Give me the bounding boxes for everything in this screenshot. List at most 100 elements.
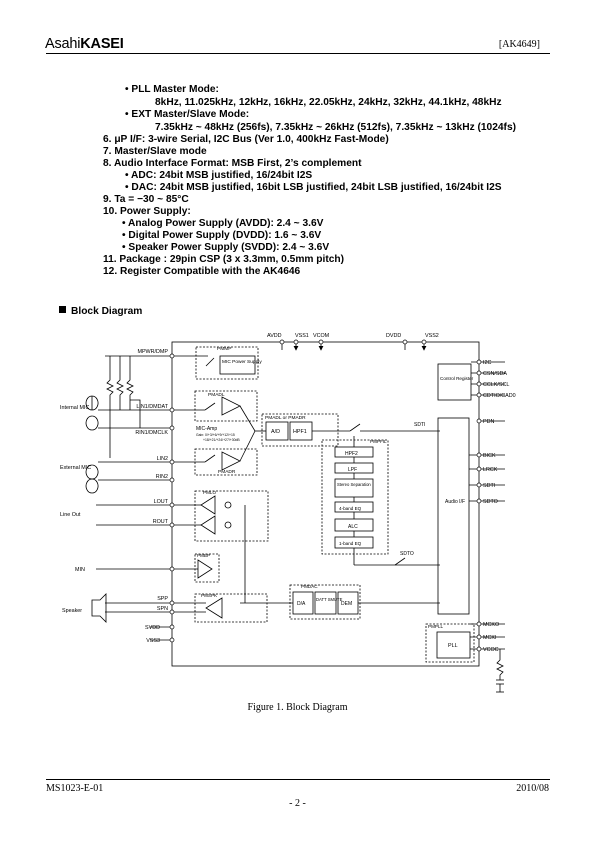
sdto-select-switch: [394, 557, 406, 566]
spec-11: 11. Package : 29pin CSP (3 x 3.3mm, 0.5m…: [103, 254, 345, 265]
min-label: MIN: [75, 567, 85, 573]
pmlo-group: [194, 490, 269, 542]
spec-8b: • DAC: 24bit MSB justified, 16bit LSB ju…: [125, 182, 502, 193]
square-bullet-icon: [59, 306, 66, 313]
pmadl-group: [194, 390, 258, 422]
footer-rule: [46, 779, 550, 780]
spec-ext-title: • EXT Master/Slave Mode:: [125, 109, 250, 120]
pin-spp: [169, 600, 175, 606]
top-pin-label: VSS1: [295, 333, 309, 339]
pin-rin2: [169, 477, 175, 483]
internal-mic-1-symbol: [85, 395, 99, 411]
resistor-2: [116, 356, 124, 410]
mic-amp-label: MIC-Amp: [196, 426, 217, 432]
pin-i2c: [476, 359, 482, 365]
pin-dvdd: [402, 339, 408, 345]
mic-power-supply-label: MIC Power Supply: [222, 359, 262, 365]
rin-select-switch: [204, 454, 216, 463]
pmdac-group: [289, 584, 361, 620]
pmadl-label: PMADL: [208, 392, 225, 398]
block-diagram: AVDD VSS1 VCOM DVDD VSS2 MPWR/DMP LIN1/D…: [60, 333, 516, 693]
speaker-label: Speaker: [62, 608, 82, 614]
spec-6: 6. μP I/F: 3-wire Serial, I2C Bus (Ver 1…: [103, 134, 389, 145]
lpf-label: LPF: [348, 467, 357, 473]
left-pin-label: SPP: [157, 596, 168, 602]
pin-spn: [169, 609, 175, 615]
internal-mic-2-symbol: [85, 415, 99, 431]
speaker-amp-triangle: [205, 597, 223, 619]
pmbp-label: PMBP: [197, 553, 210, 558]
sdti-select-switch: [349, 423, 361, 432]
rout-amp-triangle: [200, 515, 216, 535]
pmadr-label: PMADR: [218, 469, 236, 475]
header-rule: [46, 53, 550, 54]
sdto-label: SDTO: [400, 551, 414, 557]
pin-csn: [476, 370, 482, 376]
datt-smute-label: DATT SMUTE: [316, 597, 343, 602]
pin-vss1: [293, 339, 299, 345]
pin-pdn: [476, 418, 482, 424]
mic-gain-label-1: Gain: 0/+3/+6/+9/+12/+15: [196, 433, 235, 437]
block-diagram-heading-text: Block Diagram: [71, 306, 143, 317]
internal-mic-label: Internal MIC: [60, 405, 89, 411]
spec-pll-title: • PLL Master Mode:: [125, 84, 219, 95]
pmpfil-label: PMPFIL: [370, 439, 387, 444]
right-pin-label: SDTI: [483, 483, 495, 489]
external-mic-1-symbol: [85, 464, 99, 480]
speaker-symbol: [91, 593, 107, 623]
lout-amp-triangle: [200, 495, 216, 515]
right-pin-label: I2C: [483, 360, 491, 366]
top-pin-label: DVDD: [386, 333, 401, 339]
top-pin-label: VCOM: [313, 333, 330, 339]
spec-9: 9. Ta = −30 ~ 85°C: [103, 194, 189, 205]
pin-bick: [476, 452, 482, 458]
mic-amp-l-triangle: [221, 396, 241, 416]
pin-rin1: [169, 425, 175, 431]
top-pin-label: VSS2: [425, 333, 439, 339]
page-number: - 2 -: [289, 798, 306, 809]
right-pin-label: CSN/SDA: [483, 371, 507, 377]
hpf1-label: HPF1: [293, 429, 307, 435]
right-pin-label: PDN: [483, 419, 494, 425]
vcoc-resistor: [496, 649, 504, 680]
sdti-label: SDTI: [414, 422, 425, 428]
mic-power-supply-box: [219, 355, 256, 375]
spec-pll-freqs: 8kHz, 11.025kHz, 12kHz, 16kHz, 22.05kHz,…: [155, 97, 502, 108]
pin-lout: [169, 502, 175, 508]
control-register-box: [437, 363, 472, 401]
company-logo: AsahiKASEI: [45, 36, 124, 52]
pin-sdti: [476, 482, 482, 488]
rout-mixer: [224, 521, 232, 529]
pin-lrck: [476, 466, 482, 472]
spec-10a: • Analog Power Supply (AVDD): 2.4 ~ 3.6V: [122, 218, 324, 229]
left-pin-label: VSS3: [146, 638, 160, 644]
document-code: [AK4649]: [498, 39, 540, 50]
adc-group: [261, 413, 339, 447]
left-pin-label: LIN2: [157, 456, 168, 462]
resistor-3: [126, 356, 134, 410]
lin-select-switch: [204, 402, 216, 411]
left-pin-label: SPN: [157, 606, 168, 612]
footer-doc-number: MS1023-E-01: [46, 783, 104, 794]
left-pin-label: LOUT: [154, 499, 169, 505]
pmmp-label: PMMP: [217, 346, 231, 352]
pmpfil-group: [321, 439, 389, 555]
left-pin-label: SVDD: [145, 625, 160, 631]
dem-label: DEM: [341, 601, 352, 607]
pmlo-label: PMLO: [203, 490, 216, 495]
pll-box: [436, 631, 471, 659]
right-pin-label: SDTO: [483, 499, 498, 505]
pmdac-label: PMDAC: [301, 584, 318, 589]
right-pin-label: BICK: [483, 453, 496, 459]
spec-ext-freqs: 7.35kHz ~ 48kHz (256fs), 7.35kHz ~ 26kHz…: [155, 122, 517, 133]
top-pin-label: AVDD: [267, 333, 282, 339]
pin-svdd: [169, 624, 175, 630]
pin-mpwr: [169, 353, 175, 359]
right-pin-label: CCLK/SCL: [483, 382, 509, 388]
chip-outline: [171, 341, 480, 667]
logo-kasei: KASEI: [80, 36, 124, 52]
min-amp-triangle: [197, 559, 213, 579]
spec-8: 8. Audio Interface Format: MSB First, 2’…: [103, 158, 362, 169]
figure-caption: Figure 1. Block Diagram: [247, 702, 348, 713]
mic-gain-label-2: +18/+21/+24/+27/+30dB: [203, 438, 240, 442]
